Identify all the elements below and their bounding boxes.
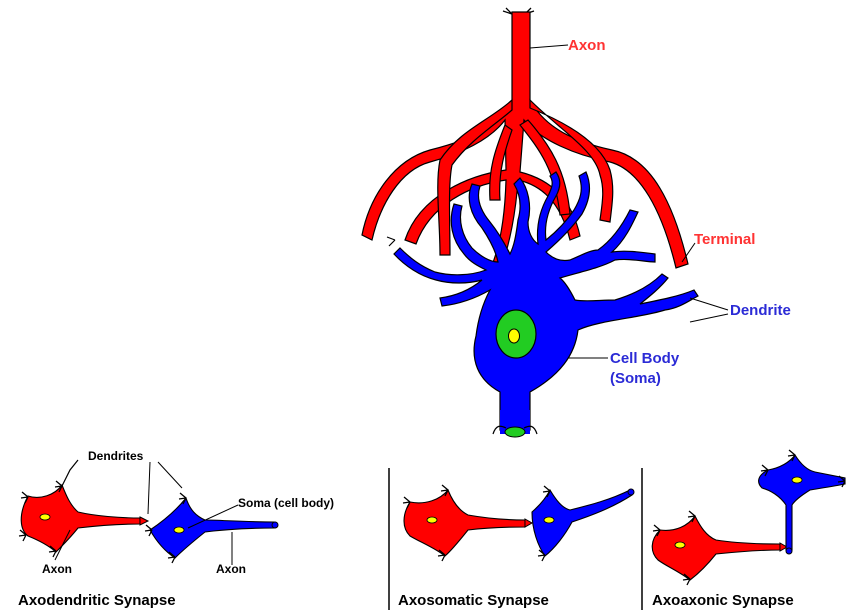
dendrite-leader: [690, 298, 728, 322]
panel-axodendritic: [19, 460, 278, 565]
cell-body-label: Cell Body: [610, 351, 679, 366]
dendrites-label: Dendrites: [88, 450, 143, 462]
axon-label: Axon: [568, 38, 606, 53]
nucleolus: [509, 329, 520, 343]
panel-axosomatic: [403, 485, 634, 561]
axon-right-label: Axon: [216, 563, 246, 575]
panel-axoaxonic: [652, 450, 845, 585]
dendrite-label: Dendrite: [730, 303, 791, 318]
caption-axodendritic: Axodendritic Synapse: [18, 593, 176, 608]
axon-left-label: Axon: [42, 563, 72, 575]
terminal-label: Terminal: [694, 232, 755, 247]
caption-axosomatic: Axosomatic Synapse: [398, 593, 549, 608]
soma-label: (Soma): [610, 371, 661, 386]
soma-cell-body-label: Soma (cell body): [238, 497, 334, 509]
axon-leader: [530, 45, 568, 48]
main-neuron: [362, 8, 728, 437]
caption-axoaxonic: Axoaxonic Synapse: [652, 593, 794, 608]
